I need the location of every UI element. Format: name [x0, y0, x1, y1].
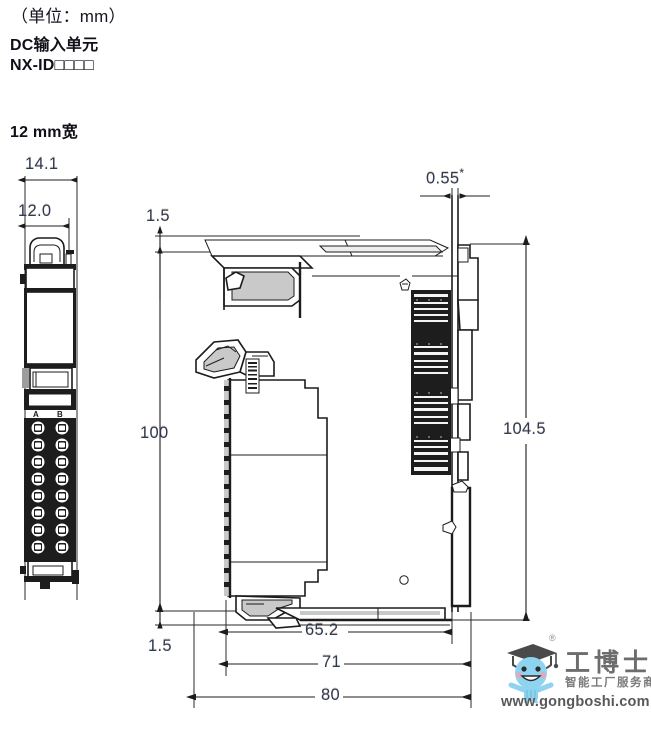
connector-detail-geometry: [411, 188, 530, 621]
dim-connector-thickness-value: 0.55: [426, 169, 460, 188]
dim-depth-outer: 80: [321, 686, 340, 704]
dim-connector-thickness: 0.55*: [426, 166, 464, 189]
mascot-icon: [507, 644, 559, 703]
watermark-tagline: 智能工厂服务商: [565, 677, 651, 689]
front-view-geometry: A B: [17, 176, 79, 600]
terminal-array: [31, 421, 69, 554]
dim-side-body-height: 100: [140, 424, 169, 442]
dim-depth-mid: 71: [322, 653, 341, 671]
unit-note: （单位：mm）: [11, 7, 126, 26]
product-title: DC输入单元: [10, 37, 99, 54]
dim-side-bottom-gap: 1.5: [148, 637, 172, 655]
dim-note-asterisk: *: [459, 166, 465, 180]
watermark: ® 工博士 智能工厂服务商 www.gongboshi.com: [497, 629, 651, 725]
watermark-brand: 工博士: [565, 649, 651, 677]
svg-text:B: B: [57, 410, 63, 419]
dim-side-top-gap: 1.5: [146, 207, 170, 225]
dim-depth-inner: 65.2: [305, 621, 339, 639]
dim-front-inner-width: 12.0: [18, 202, 52, 220]
dim-overall-height: 104.5: [503, 420, 546, 438]
model-number: NX-ID□□□□: [10, 57, 95, 74]
dim-front-outer-width: 14.1: [25, 155, 59, 173]
registered-mark-icon: ®: [549, 633, 556, 643]
watermark-url: www.gongboshi.com: [501, 694, 650, 710]
svg-text:A: A: [33, 410, 39, 419]
side-view-geometry: [155, 225, 470, 629]
bottom-dimension-group: [186, 600, 472, 708]
section-title: 12 mm宽: [10, 124, 78, 141]
